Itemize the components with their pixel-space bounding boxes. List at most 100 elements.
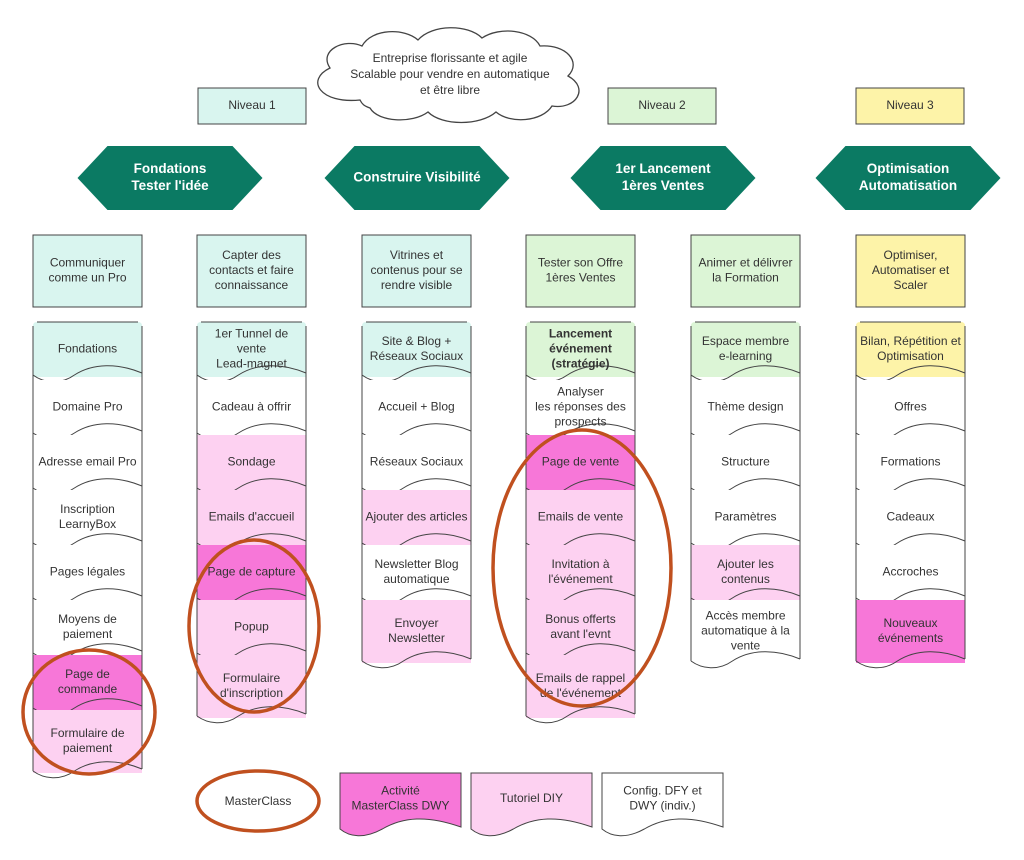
- phase-label: Fondations: [134, 161, 207, 176]
- step-label: Emails d'accueil: [209, 510, 295, 524]
- level-tag: Niveau 1: [197, 87, 307, 125]
- step-item: Sondage: [196, 435, 307, 496]
- step-label: d'inscription: [220, 686, 283, 700]
- step-label: Nouveaux: [883, 616, 937, 630]
- step-label: Page de: [65, 667, 110, 681]
- masterclass-ellipse: [491, 428, 673, 708]
- step-label: avant l'evnt: [550, 627, 611, 641]
- step-label: automatique à la: [701, 624, 790, 638]
- step-item: Ajouter des articles: [361, 490, 472, 551]
- step-item: Pages légales: [32, 545, 143, 606]
- column-header-text: Capter des: [222, 248, 281, 262]
- step-label: Adresse email Pro: [38, 455, 136, 469]
- column-header-text: contenus pour se: [370, 263, 462, 277]
- column-header-text: connaissance: [215, 278, 289, 292]
- step-label: (stratégie): [551, 357, 609, 371]
- step-label: l'événement: [548, 572, 613, 586]
- step-item: Accroches: [855, 545, 966, 606]
- level-label: Niveau 2: [638, 98, 686, 112]
- step-label: Espace membre: [702, 334, 790, 348]
- column-header-text: contacts et faire: [209, 263, 294, 277]
- phase-hexagon: Construire Visibilité: [324, 146, 510, 210]
- step-label: Invitation à: [551, 557, 609, 571]
- step-label: Emails de rappel: [536, 671, 625, 685]
- legend-label: MasterClass: [225, 794, 292, 808]
- step-label: Accueil + Blog: [378, 400, 454, 414]
- cloud-text: et être libre: [420, 83, 480, 97]
- step-label: Inscription: [60, 502, 115, 516]
- step-item: Structure: [690, 435, 801, 496]
- column-header-text: Tester son Offre: [538, 256, 623, 270]
- phase-label: Optimisation: [867, 161, 950, 176]
- step-item: Paramètres: [690, 490, 801, 551]
- legend-label: Activité: [381, 784, 420, 798]
- step-label: Page de vente: [542, 455, 620, 469]
- step-label: prospects: [554, 415, 606, 429]
- step-item: Accueil + Blog: [361, 380, 472, 441]
- step-item: Offres: [855, 380, 966, 441]
- step-label: Envoyer: [394, 616, 438, 630]
- step-label: 1er Tunnel de: [215, 327, 289, 341]
- column-header-text: Automatiser et: [872, 263, 950, 277]
- cloud-text: Scalable pour vendre en automatique: [350, 67, 550, 81]
- step-label: Cadeaux: [886, 510, 934, 524]
- phase-label: 1ères Ventes: [622, 178, 705, 193]
- cloud-shape: [317, 27, 580, 124]
- step-label: Fondations: [58, 342, 117, 356]
- step-label: Accès membre: [705, 609, 785, 623]
- level-label: Niveau 3: [886, 98, 934, 112]
- step-label: contenus: [721, 572, 770, 586]
- masterclass-ellipse: [187, 538, 321, 714]
- column-stack: Lancementévénement(stratégie)Analyserles…: [525, 321, 636, 724]
- step-label: de l'événement: [540, 686, 622, 700]
- step-label: Domaine Pro: [52, 400, 122, 414]
- phase-label: Automatisation: [859, 178, 957, 193]
- step-label: Moyens de: [58, 612, 117, 626]
- step-label: paiement: [63, 741, 113, 755]
- step-item: Invitation àl'événement: [525, 545, 636, 606]
- legend-item: MasterClass: [195, 769, 321, 833]
- step-item: Popup: [196, 600, 307, 661]
- step-label: LearnyBox: [59, 517, 116, 531]
- step-label: Accroches: [882, 565, 938, 579]
- step-item: Réseaux Sociaux: [361, 435, 472, 496]
- column-header-text: Scaler: [893, 278, 927, 292]
- step-item: Emails de vente: [525, 490, 636, 551]
- legend-label: Config. DFY et: [623, 784, 702, 798]
- legend-label: MasterClass DWY: [351, 799, 449, 813]
- masterclass-ellipse: [21, 648, 157, 776]
- step-label: paiement: [63, 627, 113, 641]
- step-item: Cadeau à offrir: [196, 380, 307, 441]
- step-label: Popup: [234, 620, 269, 634]
- step-label: Newsletter Blog: [374, 557, 458, 571]
- step-label: Réseaux Sociaux: [370, 455, 463, 469]
- column-header-text: Animer et délivrer: [698, 256, 792, 270]
- step-label: Emails de vente: [538, 510, 624, 524]
- step-label: Site & Blog +: [382, 334, 452, 348]
- step-label: Page de capture: [207, 565, 295, 579]
- step-label: Structure: [721, 455, 770, 469]
- column-header-text: la Formation: [712, 271, 779, 285]
- column-stack: Site & Blog + Réseaux Sociaux Accueil + Bl…: [361, 321, 472, 669]
- step-label: Sondage: [227, 455, 275, 469]
- step-label: Ajouter les: [717, 557, 774, 571]
- step-label: commande: [58, 682, 118, 696]
- step-label: les réponses des: [535, 400, 626, 414]
- step-label: Bonus offerts: [545, 612, 616, 626]
